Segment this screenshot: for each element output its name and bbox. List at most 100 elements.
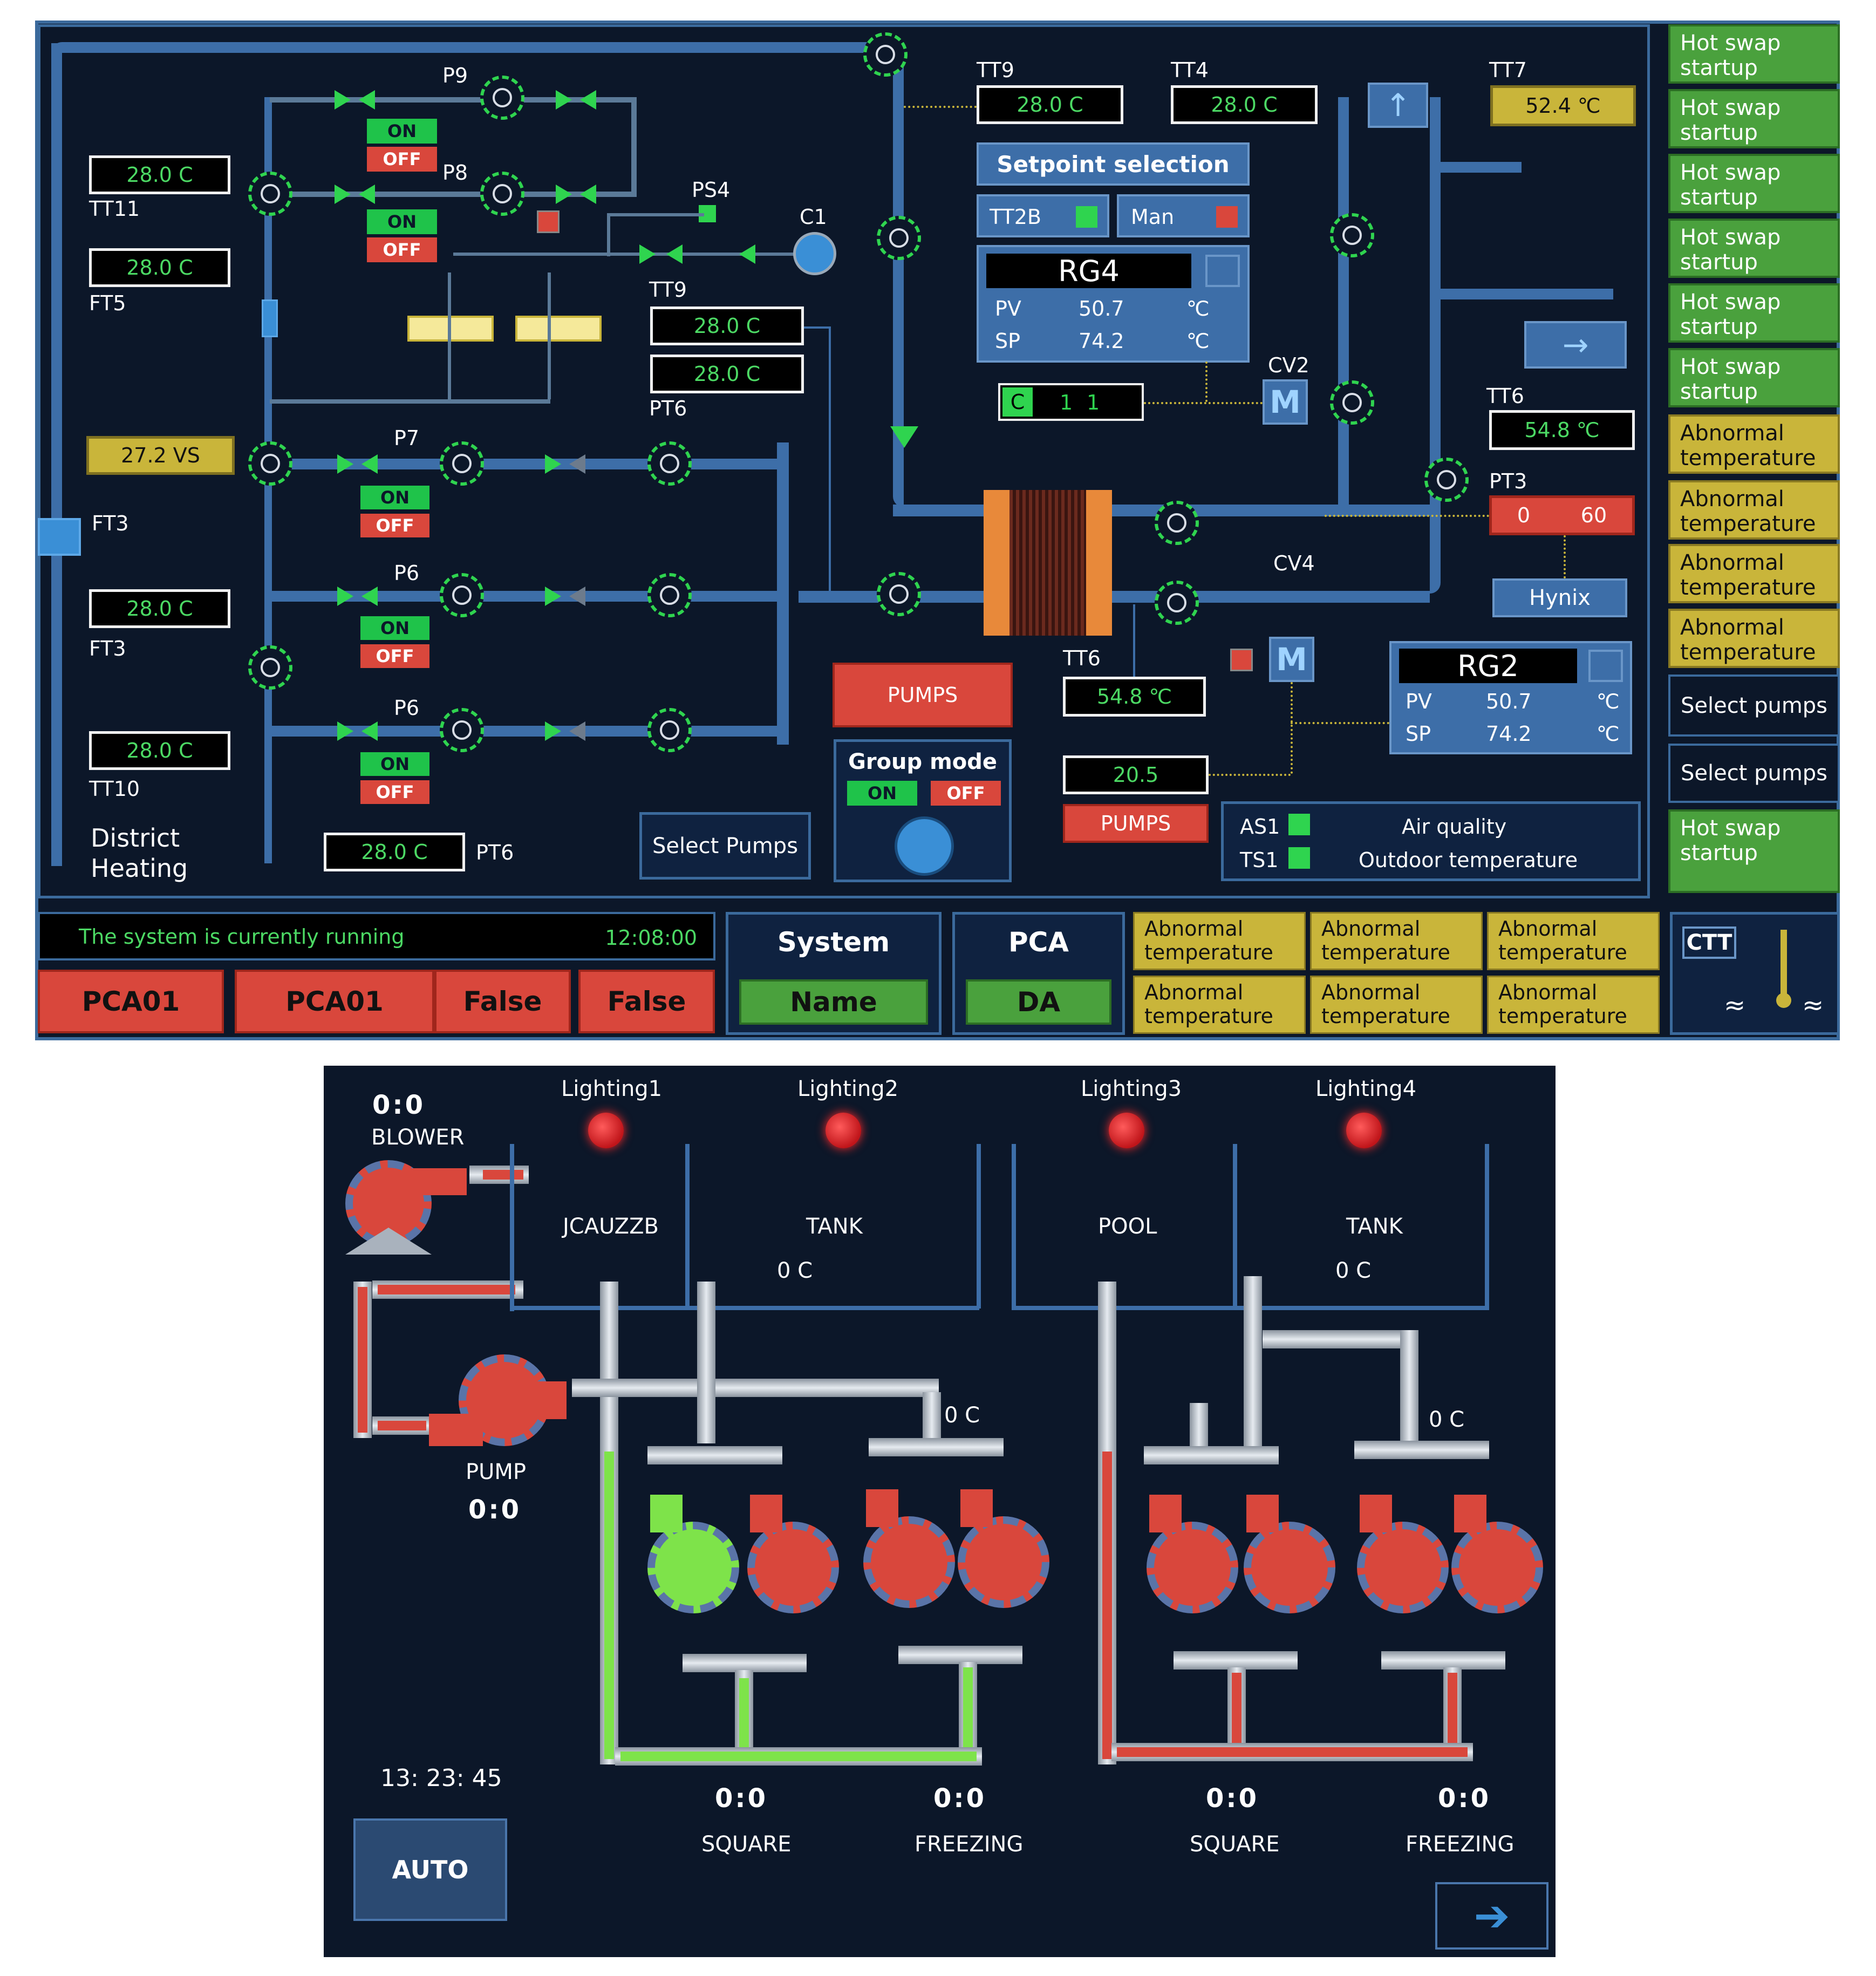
- p8-off-button[interactable]: OFF: [367, 237, 437, 262]
- p9-on-button[interactable]: ON: [367, 119, 437, 144]
- pump-row3-outlet-icon[interactable]: [647, 708, 692, 752]
- pump-row2-outlet-icon[interactable]: [647, 573, 692, 617]
- pump-p6b-icon[interactable]: [440, 708, 484, 752]
- next-page-arrow-button[interactable]: ➔: [1435, 1882, 1548, 1950]
- pump-exchanger-outlet-icon[interactable]: [1155, 501, 1199, 545]
- system-name-button[interactable]: Name: [739, 979, 928, 1025]
- pump-square-1-icon[interactable]: [647, 1522, 739, 1613]
- ft3-value: 28.0 C: [89, 589, 230, 628]
- tt2b-selector[interactable]: TT2B: [977, 194, 1109, 237]
- pump-supply-icon[interactable]: [1155, 581, 1199, 625]
- pump-p8-icon[interactable]: [480, 172, 524, 216]
- compressor-c1-icon[interactable]: [793, 232, 836, 275]
- tt6-center-label: TT6: [1063, 646, 1101, 670]
- group-mode-on-button[interactable]: ON: [847, 781, 917, 806]
- p9-off-button[interactable]: OFF: [367, 147, 437, 172]
- select-pumps-button[interactable]: Select Pumps: [639, 812, 811, 880]
- status-time: 12:08:00: [605, 926, 697, 950]
- man-selector[interactable]: Man: [1117, 194, 1250, 237]
- tt9-connector: [804, 326, 831, 329]
- p7-on-button[interactable]: ON: [360, 486, 429, 509]
- side-button-3[interactable]: Hot swap startup: [1668, 154, 1840, 213]
- pump-row1-outlet-icon[interactable]: [647, 441, 692, 486]
- group-2-temperature: 0 C: [1429, 1407, 1465, 1432]
- pt6-bottom-value: 28.0 C: [324, 833, 465, 871]
- lighting1-lamp-icon[interactable]: [588, 1113, 624, 1148]
- hynix-button[interactable]: Hynix: [1492, 578, 1627, 617]
- warning-tile[interactable]: Abnormal temperature: [1487, 976, 1660, 1034]
- bottom-return-flow-red: [1117, 1747, 1468, 1757]
- pump-square-2-icon[interactable]: [747, 1522, 839, 1613]
- warning-tile[interactable]: Abnormal temperature: [1310, 976, 1483, 1034]
- pump-mid-icon[interactable]: [877, 216, 921, 260]
- pump-square-4-icon[interactable]: [1244, 1522, 1335, 1613]
- arrow-right-button[interactable]: →: [1524, 321, 1627, 369]
- false-button-2[interactable]: False: [578, 970, 715, 1033]
- cv2-motor-button[interactable]: M: [1263, 379, 1308, 425]
- pump-p7-icon[interactable]: [440, 441, 484, 486]
- pump-right-3-icon[interactable]: [1424, 458, 1469, 502]
- p6b-on-button[interactable]: ON: [360, 752, 429, 776]
- pump-tt11-icon[interactable]: [248, 172, 292, 216]
- warning-tile[interactable]: Abnormal temperature: [1487, 912, 1660, 970]
- tt9-mid-label: TT9: [649, 278, 687, 302]
- lighting2-lamp-icon[interactable]: [826, 1113, 861, 1148]
- group-mode-off-button[interactable]: OFF: [931, 781, 1001, 806]
- side-button-6[interactable]: Hot swap startup: [1668, 348, 1840, 407]
- auto-button[interactable]: AUTO: [353, 1818, 507, 1921]
- side-button-13[interactable]: Hot swap startup: [1668, 809, 1840, 893]
- false-button-1[interactable]: False: [434, 970, 571, 1033]
- lighting3-lamp-icon[interactable]: [1109, 1113, 1144, 1148]
- pump-freezing-2-icon[interactable]: [958, 1516, 1049, 1608]
- side-button-5[interactable]: Hot swap startup: [1668, 283, 1840, 343]
- pump-freezing-3-icon[interactable]: [1357, 1522, 1449, 1613]
- pump-right-1-icon[interactable]: [1330, 213, 1374, 257]
- pump-exchanger-inlet-icon[interactable]: [877, 572, 921, 616]
- pump-square-3-icon[interactable]: [1147, 1522, 1238, 1613]
- pumps-secondary-button[interactable]: PUMPS: [1063, 804, 1209, 843]
- pumps-button[interactable]: PUMPS: [833, 663, 1013, 727]
- pump-freezing-4-icon[interactable]: [1451, 1522, 1543, 1613]
- side-button-9[interactable]: Abnormal temperature: [1668, 544, 1840, 603]
- rg2-toggle[interactable]: [1588, 650, 1623, 682]
- pca01-button-2[interactable]: PCA01: [235, 970, 434, 1033]
- side-button-7[interactable]: Abnormal temperature: [1668, 414, 1840, 474]
- side-button-4[interactable]: Hot swap startup: [1668, 219, 1840, 278]
- side-button-12[interactable]: Select pumps: [1668, 744, 1840, 803]
- p6b-off-button[interactable]: OFF: [360, 780, 429, 804]
- warning-tile[interactable]: Abnormal temperature: [1133, 976, 1306, 1034]
- pump-p6-icon[interactable]: [440, 573, 484, 617]
- side-button-1[interactable]: Hot swap startup: [1668, 24, 1840, 84]
- side-button-2[interactable]: Hot swap startup: [1668, 89, 1840, 148]
- side-button-8[interactable]: Abnormal temperature: [1668, 480, 1840, 540]
- pump-freezing-1-icon[interactable]: [863, 1516, 955, 1608]
- ctt-button[interactable]: CTT: [1682, 926, 1736, 959]
- side-button-10[interactable]: Abnormal temperature: [1668, 609, 1840, 668]
- arrow-up-button[interactable]: ↑: [1368, 83, 1428, 128]
- pump-row1-inlet-icon[interactable]: [248, 441, 292, 486]
- p7-off-button[interactable]: OFF: [360, 514, 429, 537]
- warning-tile[interactable]: Abnormal temperature: [1310, 912, 1483, 970]
- pca-da-button[interactable]: DA: [966, 979, 1111, 1025]
- warning-tile[interactable]: Abnormal temperature: [1133, 912, 1306, 970]
- p6-off-button[interactable]: OFF: [360, 644, 429, 668]
- pump-p9-icon[interactable]: [480, 76, 524, 120]
- pca01-button-1[interactable]: PCA01: [38, 970, 224, 1033]
- cv2-v2: 1: [1087, 391, 1100, 414]
- pump-top-mid-icon[interactable]: [863, 32, 908, 77]
- rg4-controller[interactable]: RG4 PV 50.7 ℃ SP 74.2 ℃: [977, 245, 1250, 363]
- p8-on-button[interactable]: ON: [367, 209, 437, 234]
- lighting4-lamp-icon[interactable]: [1346, 1113, 1382, 1148]
- rg4-toggle[interactable]: [1205, 255, 1240, 287]
- pump-row2-inlet-icon[interactable]: [248, 645, 292, 690]
- p6-on-button[interactable]: ON: [360, 616, 429, 640]
- tt6-right-value: 54.8 ℃: [1489, 410, 1635, 450]
- cv4-motor-button[interactable]: M: [1269, 637, 1314, 682]
- rg2-controller[interactable]: RG2 PV 50.7 ℃ SP 74.2 ℃: [1389, 641, 1632, 754]
- setpoint-selection-title[interactable]: Setpoint selection: [977, 142, 1250, 186]
- pump-right-2-icon[interactable]: [1330, 380, 1374, 425]
- side-button-11[interactable]: Select pumps: [1668, 674, 1840, 737]
- filter-line: [548, 272, 551, 399]
- valve-arrow-icon: [361, 587, 378, 606]
- group-mode-knob-icon[interactable]: [895, 816, 954, 876]
